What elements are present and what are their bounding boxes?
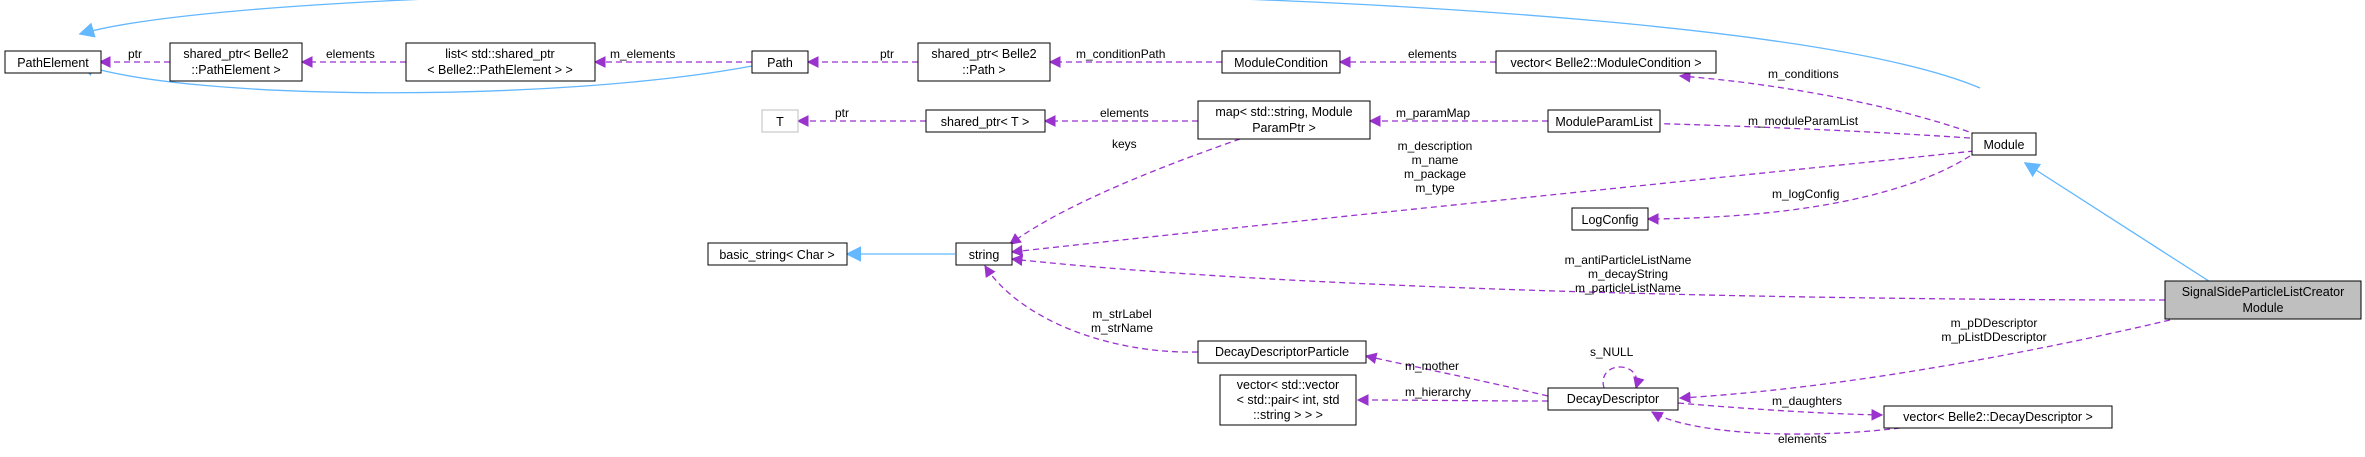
node-map-string-module-param[interactable]: map< std::string, Module ParamPtr > xyxy=(1197,100,1371,140)
edge-label-elements: elements xyxy=(1778,432,1827,446)
svg-text:shared_ptr< T >: shared_ptr< T > xyxy=(941,115,1030,129)
inheritance-edge-module-to-path-element xyxy=(78,0,1981,89)
svg-text:Module: Module xyxy=(1984,138,2025,152)
edge-label-m-condition-path: m_conditionPath xyxy=(1076,47,1165,61)
svg-text:ModuleParamList: ModuleParamList xyxy=(1555,115,1653,129)
svg-text:LogConfig: LogConfig xyxy=(1582,213,1639,227)
edge-module-to-module-param-list xyxy=(1638,117,1971,139)
node-module-param-list[interactable]: ModuleParamList xyxy=(1547,109,1661,133)
svg-text:map< std::string, Module: map< std::string, Module xyxy=(1215,105,1352,119)
edge-decay-descriptor-self xyxy=(1602,366,1645,390)
edge-vector-decay-to-decay-descriptor xyxy=(1650,411,1901,435)
edge-label-m-str-label: m_strLabel xyxy=(1092,307,1151,321)
svg-text:ModuleCondition: ModuleCondition xyxy=(1234,56,1328,70)
edge-signal-to-string xyxy=(1010,254,2166,301)
edge-label-m-param-map: m_paramMap xyxy=(1396,106,1470,120)
svg-text:::PathElement >: ::PathElement > xyxy=(191,63,280,77)
edge-label-ptr: ptr xyxy=(128,47,142,61)
edge-label-ptr: ptr xyxy=(835,106,849,120)
node-shared-ptr-path-element[interactable]: shared_ptr< Belle2 ::PathElement > xyxy=(169,42,303,82)
svg-text:vector< Belle2::ModuleConditio: vector< Belle2::ModuleCondition > xyxy=(1510,56,1701,70)
svg-text:ParamPtr >: ParamPtr > xyxy=(1252,121,1316,135)
inheritance-edge-signal-to-module xyxy=(2023,162,2216,286)
edge-map-to-string xyxy=(1009,138,1241,245)
node-vector-decay-descriptor[interactable]: vector< Belle2::DecayDescriptor > xyxy=(1883,405,2113,429)
node-decay-descriptor-particle[interactable]: DecayDescriptorParticle xyxy=(1197,340,1367,364)
edge-decay-descriptor-to-vector-vector xyxy=(1356,394,1549,406)
node-vector-module-condition[interactable]: vector< Belle2::ModuleCondition > xyxy=(1495,50,1717,74)
edge-module-to-string xyxy=(1010,150,1975,257)
edge-label-elements: elements xyxy=(1100,106,1149,120)
svg-text:list< std::shared_ptr: list< std::shared_ptr xyxy=(445,47,554,61)
svg-text:vector< Belle2::DecayDescripto: vector< Belle2::DecayDescriptor > xyxy=(1903,410,2093,424)
svg-text:basic_string< Char >: basic_string< Char > xyxy=(719,248,834,262)
node-shared-ptr-t[interactable]: shared_ptr< T > xyxy=(925,109,1046,133)
edge-label-m-description: m_description xyxy=(1398,139,1473,153)
node-list-shared-ptr-path-element[interactable]: list< std::shared_ptr < Belle2::PathElem… xyxy=(405,42,596,82)
edge-label-m-package: m_package xyxy=(1404,167,1466,181)
svg-text:Module: Module xyxy=(2243,301,2284,315)
svg-text:string: string xyxy=(969,248,1000,262)
svg-text:Path: Path xyxy=(767,56,793,70)
node-signal-side-particle-list-creator-module[interactable]: SignalSideParticleListCreator Module xyxy=(2164,280,2362,320)
edge-label-m-anti-particle-list-name: m_antiParticleListName xyxy=(1565,253,1692,267)
node-log-config[interactable]: LogConfig xyxy=(1571,207,1649,231)
edge-label-m-pd-descriptor: m_pDDescriptor xyxy=(1951,316,2038,330)
edge-decay-particle-to-string xyxy=(984,265,1199,353)
edge-label-elements: elements xyxy=(326,47,375,61)
node-shared-ptr-path[interactable]: shared_ptr< Belle2 ::Path > xyxy=(917,42,1051,82)
svg-text:< std::pair< int, std: < std::pair< int, std xyxy=(1237,393,1340,407)
node-module[interactable]: Module xyxy=(1971,132,2037,156)
edge-decay-descriptor-to-vector-decay xyxy=(1677,402,1884,421)
svg-text:< Belle2::PathElement > >: < Belle2::PathElement > > xyxy=(427,63,573,77)
svg-text:DecayDescriptor: DecayDescriptor xyxy=(1567,392,1659,406)
edge-label-m-plist-d-descriptor: m_pListDDescriptor xyxy=(1941,330,2046,344)
svg-text:::string > > >: ::string > > > xyxy=(1253,408,1323,422)
edge-label-m-type: m_type xyxy=(1415,181,1455,195)
svg-text:SignalSideParticleListCreator: SignalSideParticleListCreator xyxy=(2182,285,2345,299)
edge-label-m-mother: m_mother xyxy=(1405,359,1459,373)
node-decay-descriptor[interactable]: DecayDescriptor xyxy=(1547,387,1679,411)
edge-label-m-daughters: m_daughters xyxy=(1772,394,1842,408)
svg-text:DecayDescriptorParticle: DecayDescriptorParticle xyxy=(1215,345,1349,359)
edge-label-m-module-param-list: m_moduleParamList xyxy=(1748,114,1859,128)
edge-label-elements: elements xyxy=(1408,47,1457,61)
edge-label-m-name: m_name xyxy=(1412,153,1459,167)
inheritance-edge-path-to-path-element xyxy=(78,61,753,94)
edge-decay-descriptor-to-particle xyxy=(1364,352,1549,397)
edge-module-to-log-config xyxy=(1646,155,1971,225)
edge-module-to-vector-condition xyxy=(1678,70,1979,136)
edge-label-m-conditions: m_conditions xyxy=(1768,67,1839,81)
edge-label-m-str-name: m_strName xyxy=(1091,321,1153,335)
edge-signal-to-decay-descriptor xyxy=(1678,319,2171,404)
edge-label-m-particle-list-name: m_particleListName xyxy=(1575,281,1681,295)
svg-text:::Path >: ::Path > xyxy=(962,63,1005,77)
node-module-condition[interactable]: ModuleCondition xyxy=(1221,50,1341,74)
edge-label-m-elements: m_elements xyxy=(610,47,675,61)
svg-text:shared_ptr< Belle2: shared_ptr< Belle2 xyxy=(931,47,1036,61)
edge-label-m-hierarchy: m_hierarchy xyxy=(1405,385,1471,399)
svg-text:PathElement: PathElement xyxy=(17,56,89,70)
edge-label-s-null: s_NULL xyxy=(1590,345,1634,359)
svg-text:shared_ptr< Belle2: shared_ptr< Belle2 xyxy=(183,47,288,61)
node-string[interactable]: string xyxy=(955,242,1013,266)
edge-label-ptr: ptr xyxy=(880,47,894,61)
svg-text:T: T xyxy=(776,115,784,129)
node-path[interactable]: Path xyxy=(751,50,809,74)
node-vector-vector-pair[interactable]: vector< std::vector< std::pair< int, std… xyxy=(1219,374,1357,426)
edge-label-m-decay-string: m_decayString xyxy=(1588,267,1668,281)
edge-label-keys: keys xyxy=(1112,137,1137,151)
svg-text:vector< std::vector: vector< std::vector xyxy=(1237,378,1339,392)
edge-label-m-log-config: m_logConfig xyxy=(1772,187,1839,201)
node-t[interactable]: T xyxy=(761,109,799,133)
node-basic-string[interactable]: basic_string< Char > xyxy=(707,242,848,266)
node-path-element[interactable]: PathElement xyxy=(4,50,102,74)
